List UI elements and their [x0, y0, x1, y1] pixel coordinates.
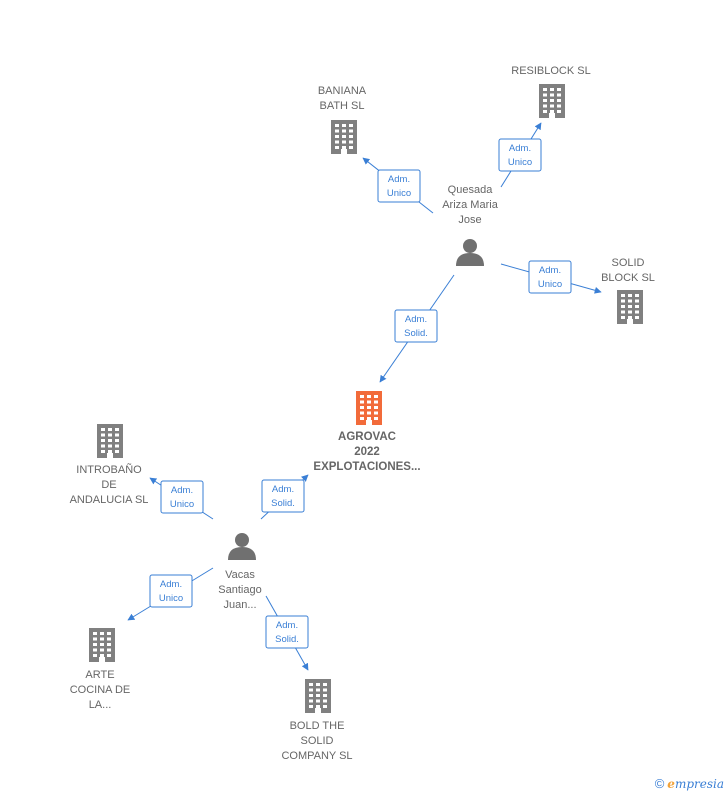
- node-label-line: Quesada: [448, 184, 494, 196]
- edge-label-line: Solid.: [271, 498, 295, 509]
- node-label-line: DE: [101, 479, 116, 491]
- node-vacas[interactable]: VacasSantiagoJuan...: [218, 533, 262, 611]
- node-label-line: Santiago: [218, 584, 261, 596]
- node-label-line: BOLD THE: [290, 720, 345, 732]
- node-introbano[interactable]: INTROBAÑO DE ANDALUCIA SL: [70, 424, 149, 506]
- edge-label-box[interactable]: [160, 480, 204, 514]
- edge-label-line: Solid.: [275, 634, 299, 645]
- node-label-line: BLOCK SL: [601, 272, 655, 284]
- node-arte[interactable]: ARTE COCINA DE LA...: [70, 628, 131, 711]
- edge-label-line: Unico: [159, 593, 183, 604]
- edge-label-line: Unico: [170, 499, 194, 510]
- edge-label-line: Adm.: [272, 484, 294, 495]
- copyright-icon: ©: [654, 776, 665, 791]
- node-bold[interactable]: BOLD THE SOLID COMPANY SL: [281, 679, 353, 762]
- node-label-line: RESIBLOCK SL: [511, 65, 590, 77]
- building-icon[interactable]: [305, 679, 331, 713]
- node-label-line: BANIANA: [318, 85, 367, 97]
- building-icon[interactable]: [617, 290, 643, 324]
- node-resiblock[interactable]: RESIBLOCK SL: [511, 65, 591, 118]
- edge-label-box[interactable]: [528, 260, 572, 294]
- node-label-line: Vacas: [225, 569, 255, 581]
- edge-label-box[interactable]: [261, 479, 305, 513]
- building-icon[interactable]: [89, 628, 115, 662]
- edge-label-line: Adm.: [509, 143, 531, 154]
- brand-name: mpresia: [674, 777, 724, 791]
- building-icon[interactable]: [331, 120, 357, 154]
- edge-vacas-bold: Adm. Solid.: [265, 595, 309, 671]
- edge-label-line: Solid.: [404, 328, 428, 339]
- edge-label-line: Unico: [387, 188, 411, 199]
- node-label-line: ARTE: [85, 669, 114, 681]
- node-label-line: EXPLOTACIONES...: [313, 461, 420, 473]
- node-label-line: SOLID: [300, 735, 333, 747]
- building-icon[interactable]: [97, 424, 123, 458]
- edge-vacas-agrovac: Adm. Solid.: [260, 474, 309, 520]
- footer-brand[interactable]: ©empresia: [655, 776, 724, 791]
- edge-label-box[interactable]: [394, 309, 438, 343]
- node-baniana[interactable]: BANIANA BATH SL: [318, 85, 367, 154]
- edge-quesada-resiblock: Adm. Unico: [498, 122, 542, 188]
- edge-vacas-introbano: Adm. Unico: [149, 477, 214, 520]
- building-icon[interactable]: [539, 84, 565, 118]
- node-label-line: Juan...: [223, 599, 256, 611]
- node-label-line: SOLID: [611, 257, 644, 269]
- edge-label-line: Adm.: [171, 485, 193, 496]
- node-label-line: INTROBAÑO: [76, 463, 142, 476]
- node-label-line: 2022: [354, 446, 380, 458]
- node-label-line: Jose: [458, 214, 481, 226]
- edge-label-line: Adm.: [276, 620, 298, 631]
- edge-label-line: Unico: [538, 279, 562, 290]
- node-label-line: AGROVAC: [338, 431, 396, 443]
- node-label-line: ANDALUCIA SL: [70, 494, 149, 506]
- node-agrovac[interactable]: AGROVAC 2022EXPLOTACIONES...: [313, 391, 421, 473]
- edge-quesada-baniana: Adm. Unico: [362, 157, 434, 214]
- edge-label-box[interactable]: [149, 574, 193, 608]
- edge-label-box[interactable]: [377, 169, 421, 203]
- node-solidblock[interactable]: SOLID BLOCK SL: [601, 257, 655, 324]
- edge-label-line: Adm.: [160, 579, 182, 590]
- edge-label-line: Adm.: [405, 314, 427, 325]
- edge-vacas-arte: Adm. Unico: [127, 567, 214, 621]
- person-icon[interactable]: [456, 239, 484, 266]
- building-icon[interactable]: [356, 391, 382, 425]
- edge-quesada-agrovac: Adm. Solid.: [379, 274, 455, 383]
- edge-label-line: Unico: [508, 157, 532, 168]
- person-icon[interactable]: [228, 533, 256, 560]
- edge-label-line: Adm.: [539, 265, 561, 276]
- brand-initial: e: [667, 777, 675, 791]
- edge-quesada-solidblock: Adm. Unico: [500, 260, 602, 294]
- edge-label-box[interactable]: [265, 615, 309, 649]
- edge-label-line: Adm.: [388, 174, 410, 185]
- node-label-line: COMPANY SL: [281, 750, 352, 762]
- node-label-line: Ariza Maria: [442, 199, 499, 211]
- node-label-line: COCINA DE: [70, 684, 131, 696]
- node-label-line: BATH SL: [319, 100, 364, 112]
- node-label-line: LA...: [89, 699, 112, 711]
- edge-label-box[interactable]: [498, 138, 542, 172]
